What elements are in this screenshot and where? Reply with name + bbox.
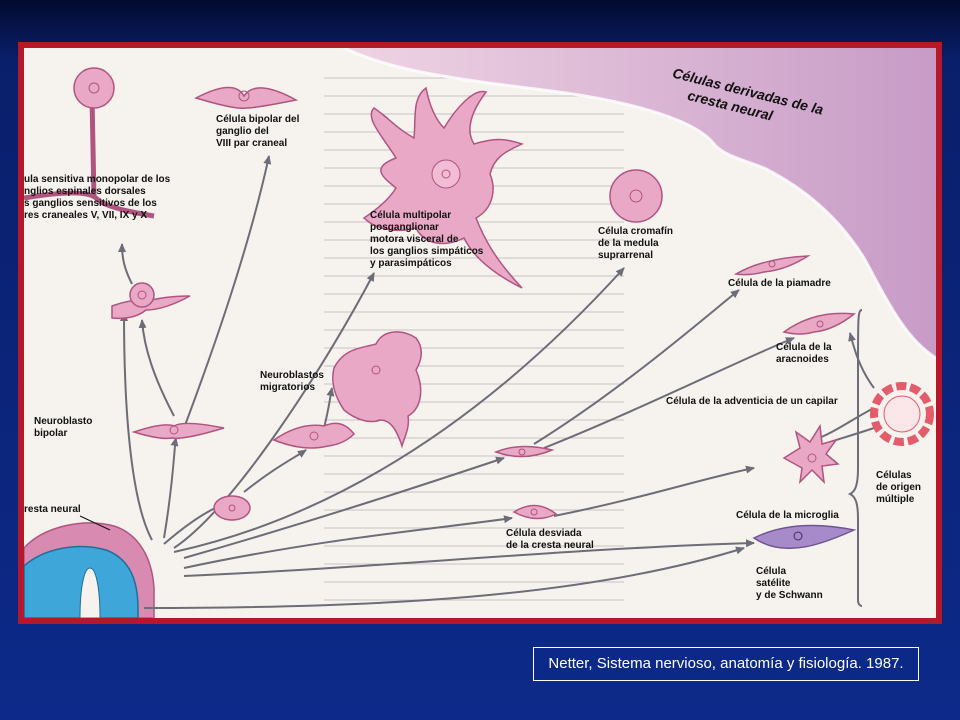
origin-bracket xyxy=(847,309,863,607)
label-piamadre: Célula de la piamadre xyxy=(728,278,831,289)
labels: ula sensitiva monopolar de los nglios es… xyxy=(24,114,921,601)
cell-neuroblasto-migratorio-1 xyxy=(213,495,251,521)
cell-neuroblasto-migratorio-2 xyxy=(272,422,355,449)
neural-tube-body xyxy=(24,545,139,618)
cells xyxy=(24,67,934,550)
cell-microglia xyxy=(782,423,840,485)
label-aracnoides-1: Célula de la xyxy=(776,342,832,353)
label-cromafin-3: suprarrenal xyxy=(598,250,653,261)
neural-canal xyxy=(79,567,101,618)
cell-capillary xyxy=(870,382,934,446)
label-cresta-neural: resta neural xyxy=(24,504,81,515)
label-cromafin-1: Célula cromafín xyxy=(598,226,673,237)
label-multipolar-3: motora visceral de xyxy=(370,234,459,245)
label-bipolar-ganglio-1: Célula bipolar del xyxy=(216,114,300,125)
meninges-band xyxy=(344,48,936,358)
cell-unipolar-transition xyxy=(111,282,191,320)
meninges-edge xyxy=(343,48,936,360)
label-multipolar-2: posganglionar xyxy=(370,222,439,233)
label-neuroblasto-bipolar-2: bipolar xyxy=(34,428,67,439)
label-monopolar-1: ula sensitiva monopolar de los xyxy=(24,174,171,185)
label-monopolar-3: s ganglios sensitivos de los xyxy=(24,198,157,209)
label-satelite-2: satélite xyxy=(756,578,791,589)
label-neuroblastos-1: Neuroblastos xyxy=(260,370,324,381)
cell-desviada-1 xyxy=(493,445,555,458)
cell-bipolar-ganglion xyxy=(194,86,299,110)
cell-monopolar xyxy=(24,67,155,219)
label-satelite-3: y de Schwann xyxy=(756,590,823,601)
label-microglia: Célula de la microglia xyxy=(736,510,839,521)
label-origen-1: Células xyxy=(876,470,912,481)
label-origen-3: múltiple xyxy=(876,494,915,505)
cell-cromafin xyxy=(609,169,663,223)
label-satelite-1: Célula xyxy=(756,566,786,577)
label-aracnoides-2: aracnoides xyxy=(776,354,829,365)
figure: Células derivadas de la cresta neural xyxy=(24,48,936,618)
cell-multipolar xyxy=(362,86,525,289)
label-multipolar-1: Célula multipolar xyxy=(370,210,451,221)
neural-crest-diagram: Células derivadas de la cresta neural xyxy=(24,48,936,618)
label-bipolar-ganglio-3: VIII par craneal xyxy=(216,138,287,149)
label-desviada-2: de la cresta neural xyxy=(506,540,594,551)
label-multipolar-5: y parasimpáticos xyxy=(370,258,452,269)
label-desviada-1: Célula desviada xyxy=(506,528,582,539)
cell-piamadre xyxy=(733,255,811,276)
label-neuroblasto-bipolar-1: Neuroblasto xyxy=(34,416,92,427)
neural-tube xyxy=(24,522,155,618)
cell-satelite-schwann xyxy=(752,524,857,550)
label-origen-2: de origen xyxy=(876,482,921,493)
cell-aracnoides xyxy=(782,312,856,335)
label-monopolar-2: nglios espinales dorsales xyxy=(24,186,146,197)
citation-caption: Netter, Sistema nervioso, anatomía y fis… xyxy=(533,647,919,681)
label-cromafin-2: de la medula xyxy=(598,238,659,249)
cresta-pointer xyxy=(79,515,111,531)
label-bipolar-ganglio-2: ganglio del xyxy=(216,126,269,137)
label-adventicia: Célula de la adventicia de un capilar xyxy=(666,396,838,407)
cell-neuroblasto-bipolar xyxy=(131,422,225,440)
cell-neuroblasto-migratorio-3 xyxy=(332,331,422,449)
cell-desviada-2 xyxy=(512,504,558,520)
label-multipolar-4: los ganglios simpáticos xyxy=(370,246,484,257)
label-monopolar-4: res craneales V, VII, IX y X xyxy=(24,210,147,221)
label-neuroblastos-2: migratorios xyxy=(260,382,315,393)
